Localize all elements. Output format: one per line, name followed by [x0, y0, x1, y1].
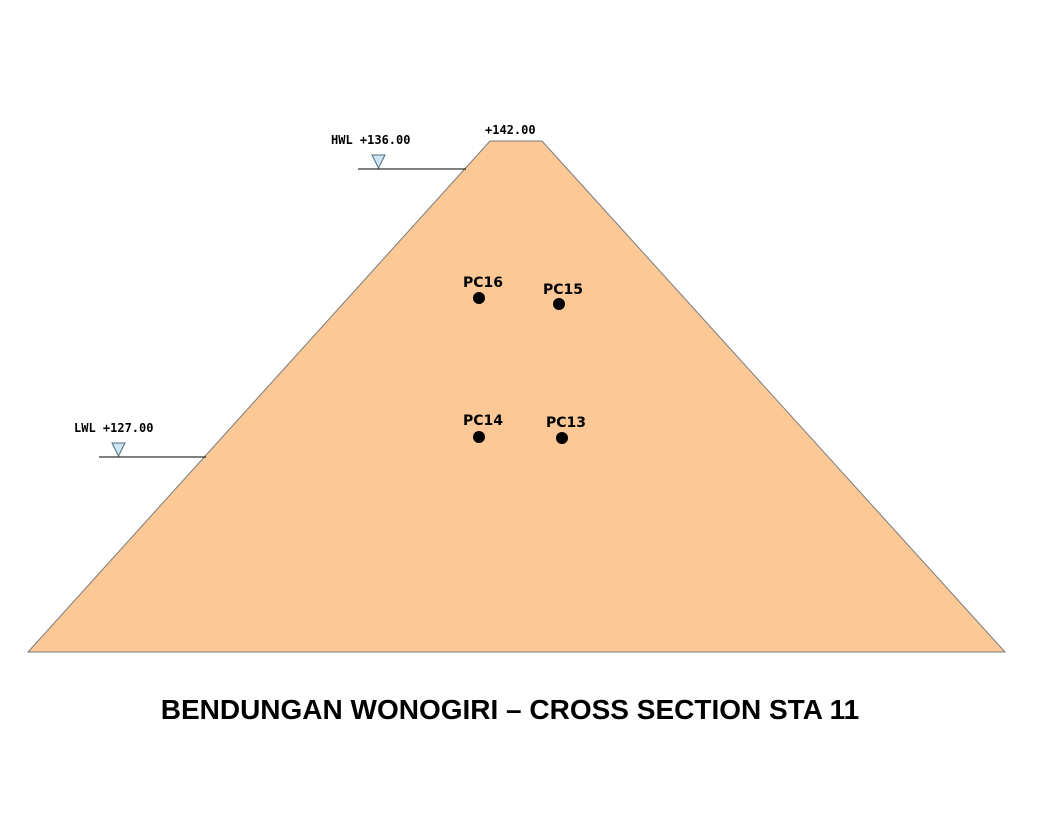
sensor-dot	[556, 432, 568, 444]
sensor-pc14: PC14	[463, 413, 503, 443]
hwl-marker: HWL +136.00	[331, 133, 466, 170]
sensor-label: PC16	[463, 275, 503, 291]
lwl-water-level-icon	[111, 442, 126, 458]
lwl-label: LWL +127.00	[74, 421, 153, 435]
lwl-marker: LWL +127.00	[74, 421, 206, 458]
sensor-dot	[553, 298, 565, 310]
dam-body	[26, 140, 1007, 653]
sensor-pc16: PC16	[463, 275, 503, 304]
sensor-label: PC14	[463, 413, 503, 429]
sensor-label: PC13	[546, 415, 586, 431]
sensor-dot	[473, 292, 485, 304]
hwl-water-level-icon	[371, 154, 386, 170]
sensor-pc13: PC13	[546, 415, 586, 444]
diagram-title: BENDUNGAN WONOGIRI – CROSS SECTION STA 1…	[160, 694, 860, 725]
sensor-label: PC15	[543, 282, 583, 298]
hwl-label: HWL +136.00	[331, 133, 410, 147]
sensor-pc15: PC15	[543, 282, 583, 310]
crest-elevation-label: +142.00	[485, 123, 536, 137]
sensor-dot	[473, 431, 485, 443]
